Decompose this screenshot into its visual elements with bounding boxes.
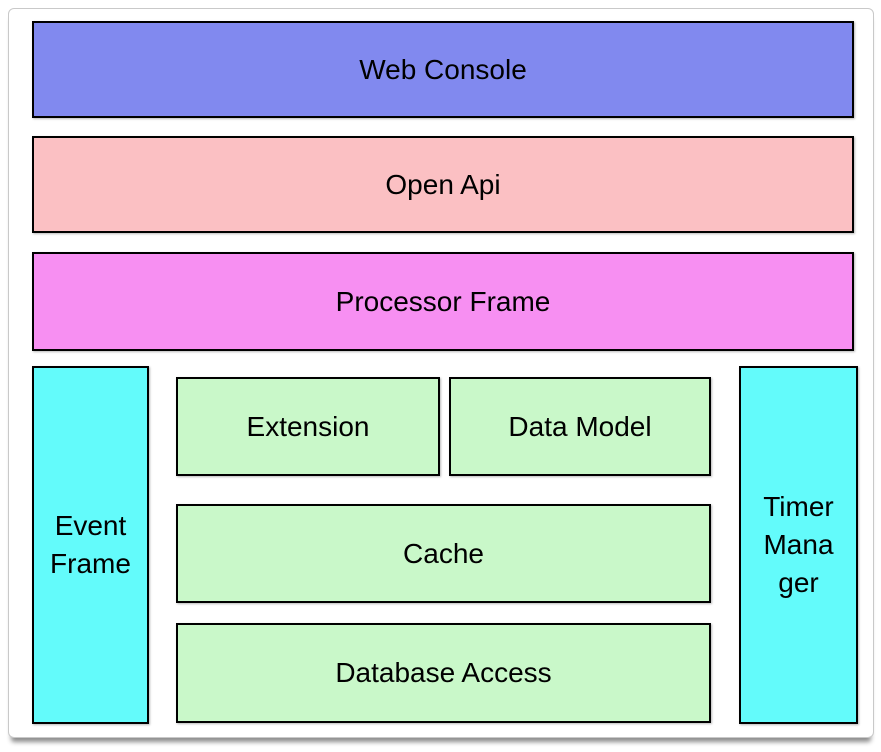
block-data-model-label: Data Model [508, 410, 652, 442]
block-web-console-label: Web Console [359, 53, 527, 85]
block-timer-manager-label-line2: Mana [763, 529, 834, 561]
block-timer-manager: Timer Mana ger [739, 366, 858, 724]
block-extension: Extension [176, 377, 440, 476]
block-web-console: Web Console [32, 21, 854, 118]
block-cache: Cache [176, 504, 711, 603]
block-open-api: Open Api [32, 136, 854, 233]
block-processor-frame-label: Processor Frame [335, 285, 551, 317]
block-timer-manager-label-line1: Timer [763, 491, 834, 523]
block-timer-manager-label-line3: ger [778, 566, 819, 598]
block-open-api-label: Open Api [385, 168, 501, 200]
block-database-access: Database Access [176, 623, 711, 723]
block-extension-label: Extension [246, 410, 370, 442]
block-data-model: Data Model [449, 377, 711, 476]
block-event-frame-label: Event Frame [50, 510, 131, 579]
diagram-card: Web Console Open Api Processor Frame Eve… [8, 8, 874, 738]
block-event-frame: Event Frame [32, 366, 149, 724]
block-cache-label: Cache [403, 537, 484, 569]
block-database-access-label: Database Access [335, 657, 552, 689]
block-processor-frame: Processor Frame [32, 252, 854, 351]
